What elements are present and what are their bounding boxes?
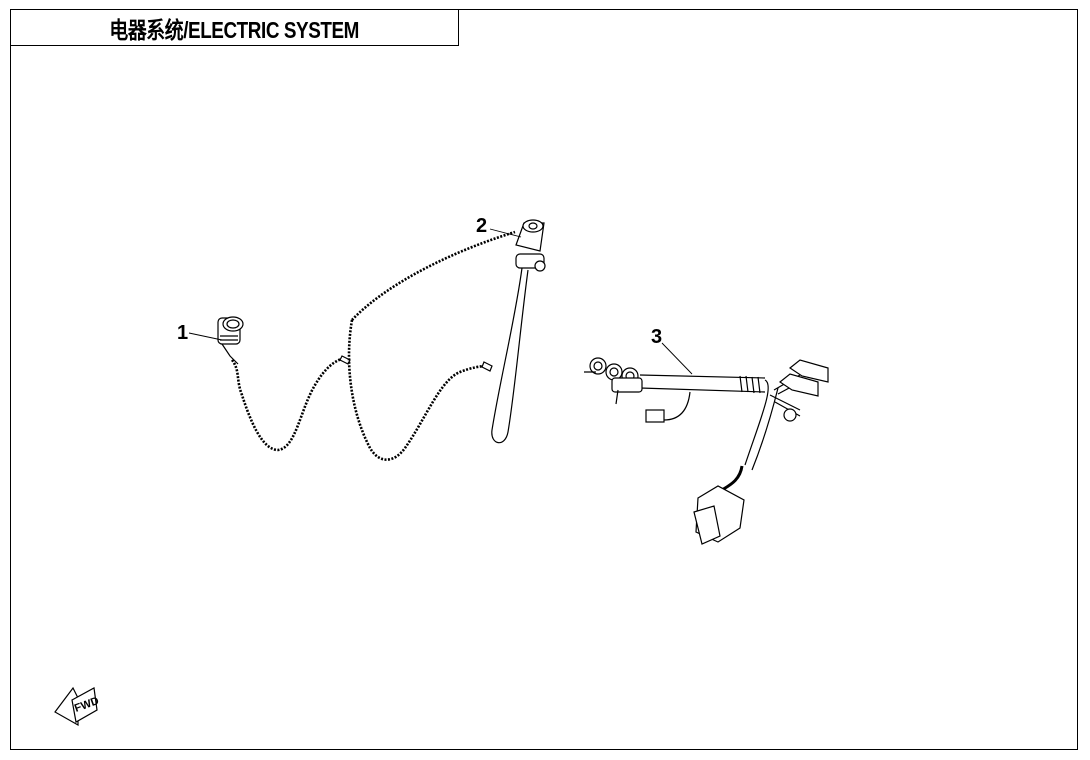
callout-2: 2 <box>476 215 487 237</box>
leader-lines <box>188 228 693 375</box>
drawing-frame <box>10 9 1078 750</box>
part-1-socket[interactable] <box>217 316 244 365</box>
title-block: 电器系统/ELECTRIC SYSTEM <box>10 9 459 46</box>
callout-1: 1 <box>177 322 188 344</box>
fwd-arrow-icon: FWD <box>54 686 101 727</box>
part-3-harness[interactable] <box>584 357 829 545</box>
callout-3: 3 <box>651 326 662 348</box>
page-title: 电器系统/ELECTRIC SYSTEM <box>109 16 360 43</box>
part-2-harness[interactable] <box>230 219 546 461</box>
